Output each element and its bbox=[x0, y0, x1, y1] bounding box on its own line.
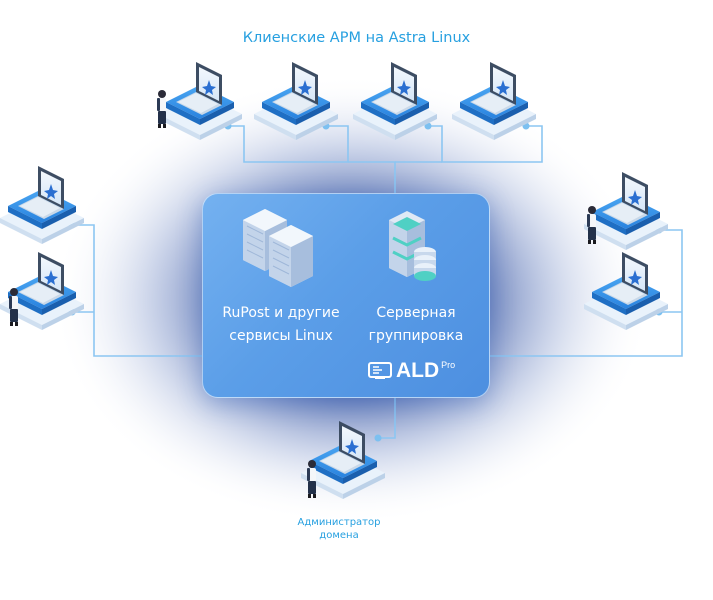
ald-pro-logo-icon bbox=[368, 362, 392, 379]
server-group-label: Серверная группировка bbox=[368, 305, 464, 344]
ald-pro-logo: ALD Pro bbox=[368, 358, 455, 384]
server-panel: RuPost и другие сервисы Linux Серверная … bbox=[202, 193, 490, 398]
logo-text: ALD bbox=[396, 359, 440, 382]
services-label: RuPost и другие сервисы Linux bbox=[222, 305, 340, 344]
logo-superscript: Pro bbox=[441, 360, 456, 370]
person-top-1-icon bbox=[157, 90, 166, 128]
server-storage-icon bbox=[389, 211, 436, 281]
admin-label: Администратор домена bbox=[297, 517, 381, 541]
diagram-title: Клиенские АРМ на Astra Linux bbox=[242, 30, 471, 46]
connector-lines bbox=[72, 125, 683, 439]
server-rack-icon bbox=[243, 209, 313, 287]
server-icons bbox=[243, 209, 436, 287]
